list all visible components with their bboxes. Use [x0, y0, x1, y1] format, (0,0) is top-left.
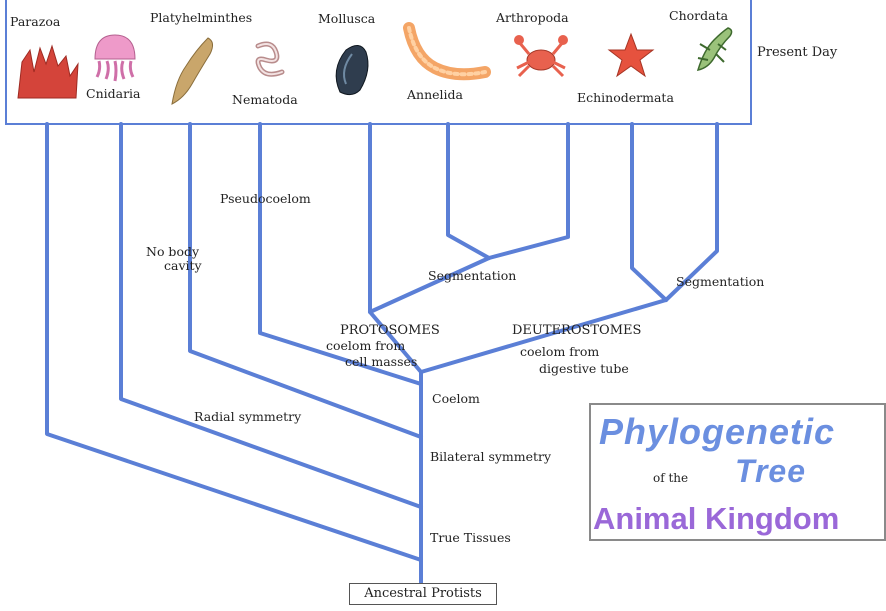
- branch-annelida: [448, 124, 489, 258]
- branch-echinodermata: [632, 124, 666, 300]
- flatworm-icon: [172, 38, 213, 104]
- label-echinodermata: Echinodermata: [577, 92, 674, 105]
- title-of-the: of the: [653, 471, 688, 485]
- branch-cnidaria: [121, 124, 421, 507]
- label-mollusca: Mollusca: [318, 13, 375, 26]
- starfish-icon: [609, 34, 653, 76]
- title-line1: Phylogenetic: [599, 411, 835, 453]
- mussel-icon: [336, 45, 368, 94]
- label-segmentation-left: Segmentation: [428, 270, 516, 283]
- label-coelom-from-2: coelom from: [520, 346, 599, 359]
- label-cavity: cavity: [164, 260, 202, 273]
- branch-segmentation-left: [370, 258, 489, 312]
- label-coelom-from: coelom from: [326, 340, 405, 353]
- label-pseudocoelom: Pseudocoelom: [220, 193, 311, 206]
- lizard-icon: [698, 28, 732, 70]
- label-cnidaria: Cnidaria: [86, 88, 141, 101]
- label-bilateral-symmetry: Bilateral symmetry: [430, 451, 551, 464]
- roundworm-icon: [258, 44, 282, 74]
- label-present-day: Present Day: [757, 46, 837, 59]
- branch-platyhelminthes: [190, 124, 421, 437]
- title-tree: Tree: [735, 453, 806, 490]
- branch-arthropoda: [489, 124, 568, 258]
- title-box: Phylogenetic of the Tree Animal Kingdom: [589, 403, 886, 541]
- label-cell-masses: cell masses: [345, 356, 417, 369]
- label-deuterostomes: DEUTEROSTOMES: [512, 324, 641, 337]
- label-chordata: Chordata: [669, 10, 728, 23]
- root-label: Ancestral Protists: [350, 584, 496, 604]
- label-no-body: No body: [146, 246, 199, 259]
- label-annelida: Annelida: [407, 89, 463, 102]
- label-nematoda: Nematoda: [232, 94, 298, 107]
- label-true-tissues: True Tissues: [430, 532, 511, 545]
- label-segmentation-right: Segmentation: [676, 276, 764, 289]
- label-protostomes: PROTOSOMES: [340, 324, 440, 337]
- label-digestive-tube: digestive tube: [539, 363, 629, 376]
- earthworm-icon: [409, 28, 485, 74]
- crab-icon: [514, 35, 568, 76]
- label-arthropoda: Arthropoda: [496, 12, 569, 25]
- root-node: Ancestral Protists: [349, 583, 497, 605]
- label-platyhelminthes: Platyhelminthes: [150, 12, 252, 25]
- label-coelom: Coelom: [432, 393, 480, 406]
- label-radial-symmetry: Radial symmetry: [194, 411, 301, 424]
- label-parazoa: Parazoa: [10, 16, 60, 29]
- title-line3: Animal Kingdom: [593, 501, 839, 537]
- sponge-icon: [18, 46, 78, 98]
- jellyfish-icon: [95, 35, 135, 81]
